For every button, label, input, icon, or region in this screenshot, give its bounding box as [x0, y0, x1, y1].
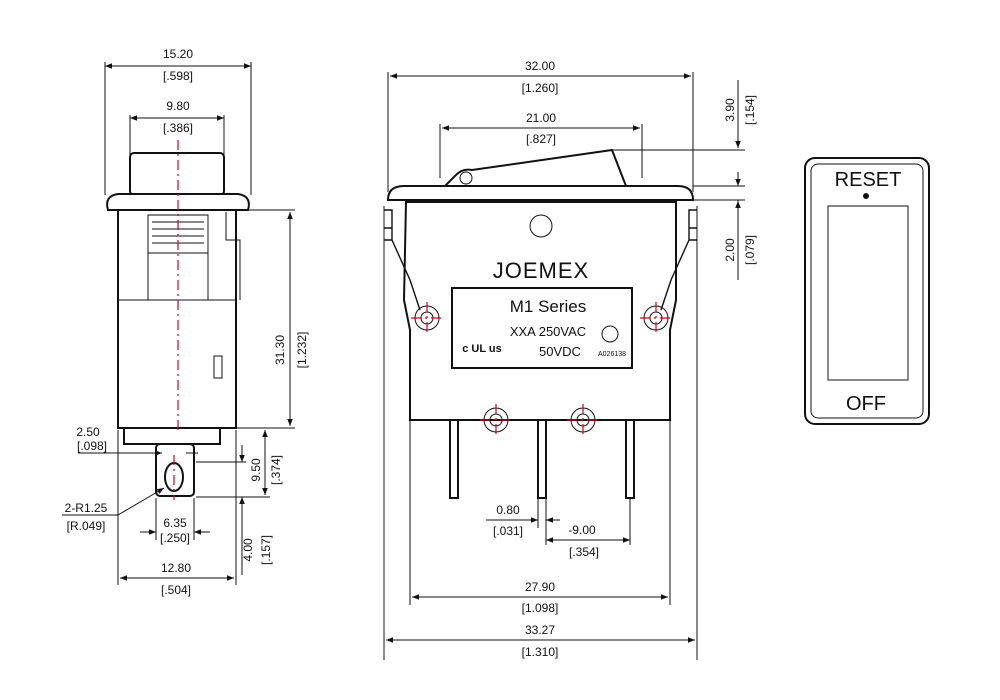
rocker-width-label: 21.00 — [526, 111, 556, 125]
pin-1 — [449, 419, 459, 499]
height-inch: [1.232] — [295, 332, 309, 369]
rating-ac: XXA 250VAC — [510, 324, 586, 339]
radius-label: 2-R1.25 — [65, 501, 108, 515]
pin-pitch-inch: [.354] — [569, 545, 599, 559]
base-width-label: 12.80 — [161, 561, 191, 575]
terminal-width-inch: [.250] — [160, 531, 190, 545]
top-view: RESET OFF — [804, 157, 930, 425]
button-width-label: 9.80 — [166, 99, 190, 113]
brand-label: JOEMEX — [493, 258, 589, 283]
side-view: 15.20 [.598] 9.80 [.386] 31.30 [1.232] — [62, 47, 309, 597]
rocker-window — [827, 205, 909, 381]
rocker-width-inch: [.827] — [526, 132, 556, 146]
terminal-width-label: 6.35 — [163, 516, 187, 530]
overall-width-label: 15.20 — [163, 47, 193, 61]
rating-dc: 50VDC — [539, 344, 581, 359]
height-label: 31.30 — [273, 335, 287, 365]
bezel-width-label: 32.00 — [525, 59, 555, 73]
ul-mark: c UL us — [462, 343, 502, 355]
cutout-width-label: 33.27 — [525, 623, 555, 637]
body-width-inch: [1.098] — [522, 601, 559, 615]
mount-hole-right — [640, 302, 672, 334]
overall-width-inch: [.598] — [163, 69, 193, 83]
cert-code: A026138 — [598, 351, 626, 358]
offset-inch: [.098] — [77, 439, 107, 453]
rocker-actuator — [442, 148, 628, 187]
pin-width-label: 0.80 — [496, 503, 520, 517]
reset-label: RESET — [835, 169, 902, 191]
front-bezel — [386, 185, 695, 201]
cutout-width-inch: [1.310] — [522, 645, 559, 659]
radius-inch: [R.049] — [67, 519, 106, 533]
base-width-inch: [.504] — [161, 583, 191, 597]
bezel-width-inch: [1.260] — [522, 81, 559, 95]
front-view: 32.00 [1.260] 21.00 [.827] JOEMEX M1 Ser… — [383, 59, 757, 660]
terminal-hole-left — [480, 404, 512, 436]
indicator-dot-icon — [863, 193, 869, 199]
bezel-outline — [804, 157, 930, 425]
terminal-length-inch: [.374] — [269, 455, 283, 485]
terminal-length-label: 9.50 — [249, 458, 263, 482]
rocker-height-inch: [.154] — [743, 95, 757, 125]
terminal-hole-right — [567, 404, 599, 436]
series-label: M1 Series — [510, 297, 587, 316]
mount-hole-left — [411, 302, 443, 334]
side-housing — [117, 209, 237, 429]
offset-label: 2.50 — [76, 425, 100, 439]
push-button — [129, 152, 225, 196]
cqc-mark-icon — [601, 325, 619, 343]
body-width-label: 27.90 — [525, 580, 555, 594]
pin-2 — [537, 419, 547, 499]
bezel-thick-inch: [.079] — [743, 235, 757, 265]
rating-label-plate — [451, 287, 633, 369]
button-width-inch: [.386] — [163, 121, 193, 135]
rocker-height-label: 3.90 — [723, 98, 737, 122]
bezel-thick-label: 2.00 — [723, 238, 737, 262]
pin-3 — [625, 419, 635, 499]
off-label: OFF — [846, 393, 886, 415]
pin-width-inch: [.031] — [493, 524, 523, 538]
terminal-tip-label: 4.00 — [241, 538, 255, 562]
pin-pitch-label: -9.00 — [568, 523, 596, 537]
terminal-tip-inch: [.157] — [259, 535, 273, 565]
